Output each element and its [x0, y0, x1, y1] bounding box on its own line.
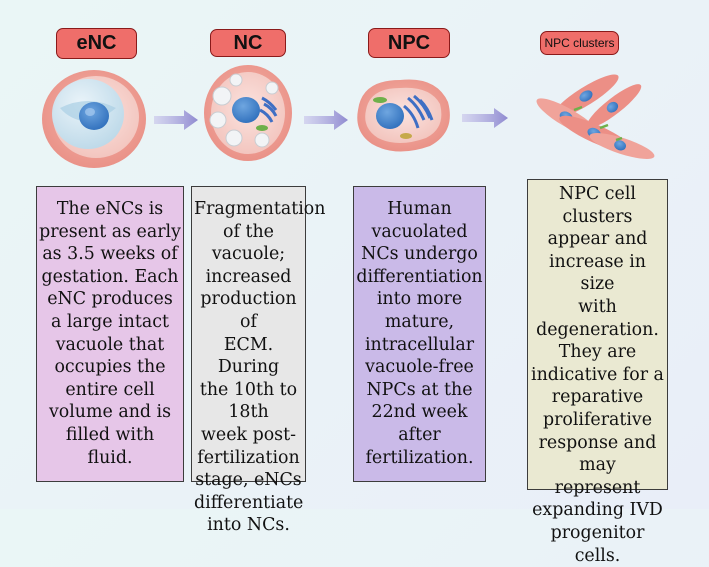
nc-cell-icon — [204, 65, 292, 161]
stage-label-enc: eNC — [56, 28, 137, 59]
npc-cell-icon — [357, 79, 450, 152]
stage-label-nc: NC — [210, 29, 286, 57]
description-box-nc: Fragmentation of the vacuole; increased … — [191, 186, 325, 535]
stage-label-npc-clusters: NPC clusters — [540, 31, 619, 55]
description-box-enc: The eNCs is present as early as 3.5 week… — [36, 186, 184, 482]
cell-diagram-illustration — [42, 65, 655, 168]
arrow-icon — [462, 108, 508, 128]
arrow-icon — [154, 110, 198, 130]
arrow-icon — [304, 110, 348, 130]
stage-label-npc: NPC — [368, 28, 450, 58]
npc-clusters-icon — [536, 74, 655, 159]
description-box-npc: Human vacuolated NCs undergo differentia… — [353, 186, 486, 482]
description-box-npc-clusters: NPC cell clusters appear and increase in… — [527, 179, 668, 566]
enc-cell-icon — [42, 70, 146, 168]
